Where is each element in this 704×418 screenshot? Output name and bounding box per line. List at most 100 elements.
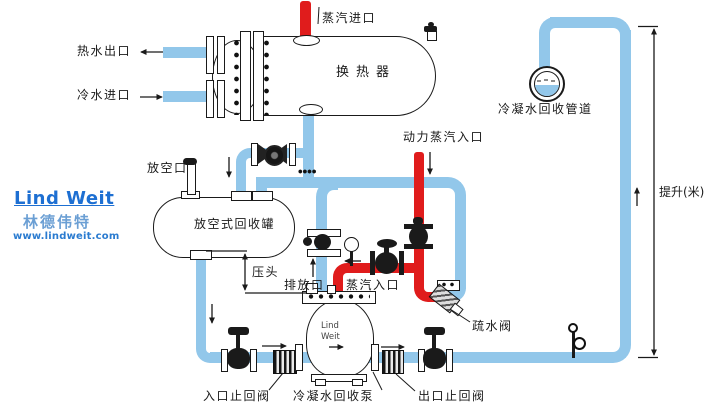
leader-steam-inlet-top (317, 6, 320, 25)
hx-steam-inlet-flange (293, 35, 320, 46)
heat-exchanger-flange-plate (240, 31, 251, 121)
hx-nozzle-flange (217, 80, 225, 118)
hx-vent-valve-stub (427, 31, 437, 41)
pump-steam-valve-stem (384, 246, 389, 254)
label-motive-steam-inlet: 动力蒸汽入口 (403, 130, 485, 144)
tank-nozzle (231, 191, 252, 201)
label-hot-water-outlet: 热水出口 (77, 44, 132, 58)
leader-outlet-check (395, 373, 416, 392)
motive-steam-valve-knob (413, 217, 423, 225)
tank-nozzle (252, 191, 273, 201)
steam-trap-bolts (440, 282, 456, 287)
valve-flange (307, 249, 341, 257)
label-condensate-recovery-pipeline: 冷凝水回收管道 (498, 102, 593, 116)
pipe-pump-steam-v (333, 278, 343, 294)
label-vented-recovery-tank: 放空式回收罐 (194, 217, 276, 231)
pipe-tank-inlet-branch-v (236, 163, 246, 197)
label-lift-meters: 提升(米) (659, 185, 704, 199)
hx-vent-valve-knob (428, 22, 434, 27)
pipe-return-run (256, 177, 448, 188)
valve-flange (251, 143, 258, 166)
pump-steam-valve-flange (399, 251, 404, 275)
pipe-hx-steam-inlet (300, 1, 311, 37)
pump-brand-text: Lind Weit (321, 321, 355, 342)
outlet-valve-wheel (424, 327, 445, 335)
pipe-lift-riser (620, 30, 631, 342)
pump-steam-valve-flange (370, 251, 375, 275)
label-discharge-port: 排放口 (284, 278, 325, 292)
vent-cap-icon (183, 158, 197, 165)
pressure-gauge (344, 237, 359, 252)
label-cold-water-inlet: 冷水进口 (77, 88, 132, 102)
pump-base (311, 374, 367, 382)
pump-cover-bolts (306, 293, 370, 300)
outlet-valve-stem (432, 333, 436, 350)
hx-nozzle-flange (206, 80, 214, 118)
label-steam-inlet-top: 蒸汽进口 (322, 11, 377, 25)
label-pressure-head: 压头 (252, 265, 280, 279)
pump-steam-valve-wheel (377, 239, 397, 248)
pipe-elbow (539, 17, 561, 39)
flange-bolts (233, 37, 240, 115)
outlet-check-valve (382, 350, 404, 374)
pump-foot (352, 379, 363, 386)
flange-bolts (263, 37, 270, 115)
exhaust-valve-wheel (303, 237, 312, 246)
pipe-trap-return-riser (455, 196, 466, 289)
heat-exchanger-shell (258, 36, 436, 116)
pipe-elbow (333, 263, 351, 281)
label-heat-exchanger: 换热器 (336, 65, 397, 80)
valve-flange (446, 349, 453, 372)
pressure-gauge-stem (350, 251, 353, 266)
pipe-cold-water-in (163, 91, 206, 102)
label-outlet-check-valve: 出口止回阀 (418, 389, 486, 403)
hx-nozzle-flange (206, 36, 214, 74)
pipe-tank-outlet (196, 255, 206, 347)
hx-drain-valve-wheel (264, 145, 285, 166)
pigtail-gauge-loop (573, 337, 586, 350)
label-inlet-check-valve: 入口止回阀 (203, 389, 271, 403)
inlet-valve-stem (236, 333, 240, 350)
inlet-valve-body (227, 348, 250, 369)
pump-outlet-flange (371, 344, 379, 371)
pipe-elbow (316, 179, 338, 201)
pipe-elbow (607, 17, 631, 41)
hx-condensate-outlet-flange (299, 104, 323, 115)
valve-flange (250, 349, 257, 372)
hx-nozzle-flange (217, 36, 225, 74)
pump-steam-valve-body (375, 252, 398, 274)
pump-brand-line1: Lind (321, 321, 339, 331)
label-vent-port: 放空口 (147, 161, 188, 175)
leader-inlet-check (268, 372, 284, 391)
logo-website: www.lindweit.com (13, 231, 120, 242)
valve-flange (289, 143, 296, 166)
union-fitting-dots (298, 168, 316, 175)
outlet-valve-body (423, 348, 446, 369)
label-pump-steam-inlet: 蒸汽入口 (346, 278, 401, 292)
pipe-elbow (196, 344, 215, 363)
pump-brand-line2: Weit (321, 331, 340, 342)
pipe-elbow (414, 284, 432, 302)
label-steam-trap: 疏水阀 (472, 319, 513, 333)
pigtail-gauge-head (568, 323, 578, 333)
pump-inlet-flange (295, 344, 303, 371)
pipe-to-sight-glass (539, 37, 550, 68)
hx-vent-valve-icon (424, 26, 437, 32)
inlet-check-valve (273, 350, 297, 374)
pipe-elbow (604, 340, 631, 363)
logo-wordmark: Lind Weit (14, 188, 115, 209)
logo-chinese: 林德伟特 (23, 213, 92, 231)
leader-pump (372, 371, 383, 391)
vent-pipe (187, 163, 196, 195)
sight-glass-inner (534, 71, 560, 97)
pipe-hx-drain (303, 110, 314, 184)
label-condensate-recovery-pump: 冷凝水回收泵 (293, 389, 375, 403)
tank-bottom-nozzle (190, 250, 212, 260)
sight-glass-water (535, 85, 559, 96)
pipe-pump-suction-discharge (210, 352, 606, 363)
pipe-elbow (236, 148, 254, 166)
pipe-hot-water-out (163, 47, 206, 58)
pipe-tank-right-nozzle-stub (256, 183, 267, 194)
inlet-valve-wheel (228, 327, 249, 335)
